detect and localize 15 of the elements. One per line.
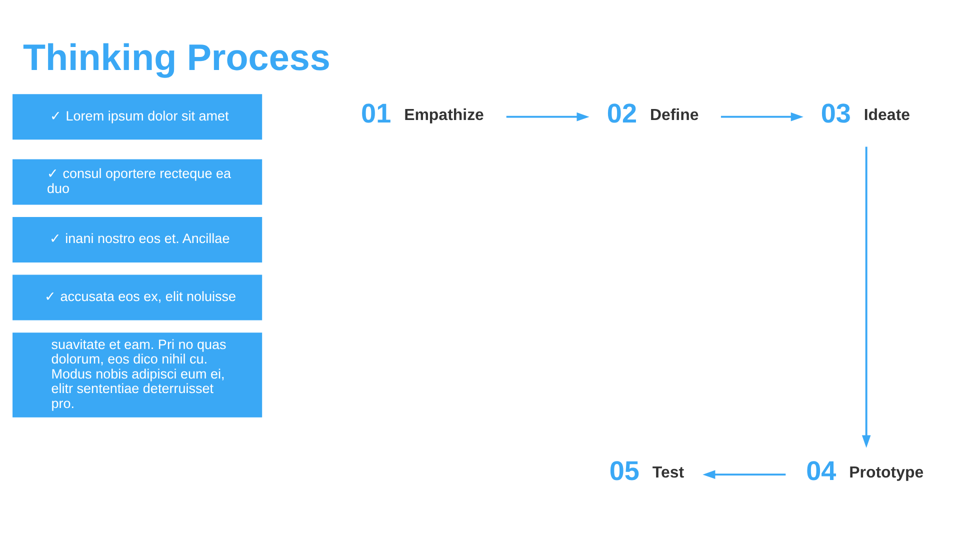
- node-text: 01 Empathize: [361, 98, 484, 128]
- label: ✓ Lorem ipsum dolor sit amet: [50, 108, 229, 123]
- diagram-title: Thinking Process: [22, 36, 330, 78]
- label: ✓ inani nostro eos et. Ancillae: [49, 230, 230, 246]
- node-text: 05 Test: [609, 456, 684, 486]
- arrow: [862, 146, 871, 448]
- label: suavitate et eam. Pri no quas dolorum, eos dico nihil cu. Modus nobis adipisci eum ei, elitr sententiae deterruisset pro.: [51, 336, 226, 410]
- arrow: [720, 112, 804, 121]
- node-text: 03 Ideate: [820, 98, 910, 128]
- node-text: 04 Prototype: [806, 456, 924, 486]
- node-text: 02 Define: [606, 98, 699, 128]
- label: ✓ consul oportere recteque ea duo: [46, 166, 232, 196]
- arrow: [506, 112, 590, 121]
- label: ✓ accusata eos ex, elit noluisse: [44, 288, 236, 304]
- arrow: [702, 470, 786, 478]
